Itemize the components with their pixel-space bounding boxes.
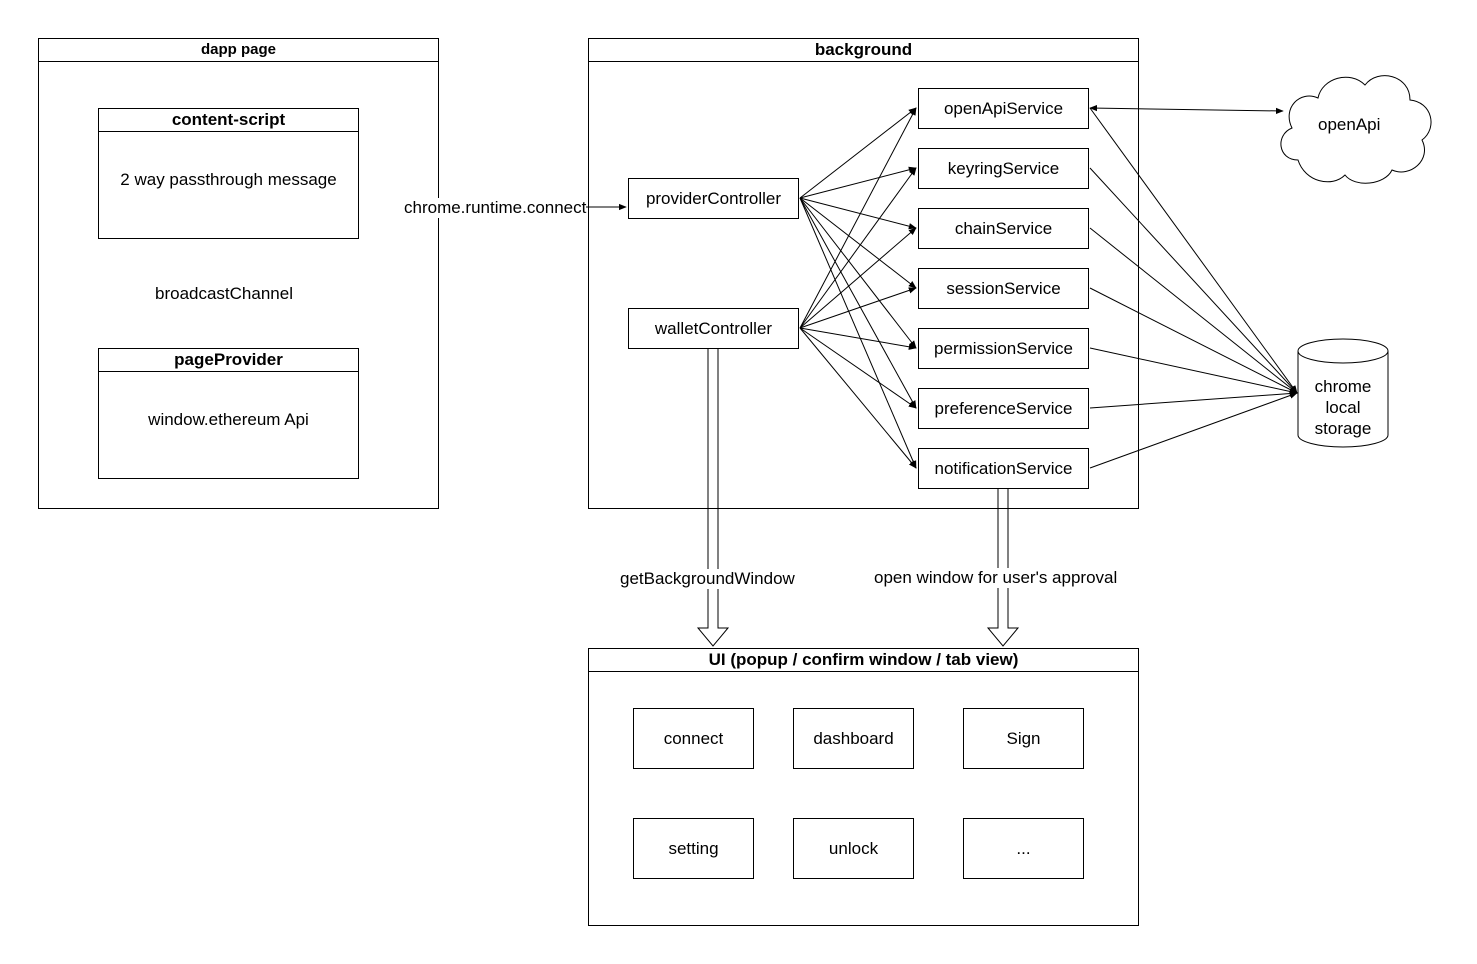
get-background-window-arrow (696, 348, 730, 647)
ui-view-dashboard[interactable]: dashboard (793, 708, 914, 769)
controller-0-to-service-2-arrow (799, 197, 917, 230)
ui-view-connect[interactable]: connect (633, 708, 754, 769)
chrome-storage-cylinder (1297, 338, 1389, 448)
controller-0-to-service-5-arrow (799, 197, 917, 409)
ui-view-more[interactable]: ... (963, 818, 1084, 879)
service-4-to-storage-arrow (1089, 347, 1298, 395)
page-provider-title: pageProvider (99, 349, 358, 372)
session-service-node[interactable]: sessionService (918, 268, 1089, 309)
chrome-storage-label: chrome local storage (1300, 376, 1386, 439)
openapi-arrow (1089, 104, 1284, 115)
get-background-window-label: getBackgroundWindow (620, 569, 795, 589)
permission-service-node[interactable]: permissionService (918, 328, 1089, 369)
chain-service-node[interactable]: chainService (918, 208, 1089, 249)
controller-1-to-service-2-arrow (799, 227, 917, 329)
background-container: background (588, 38, 1139, 509)
controller-0-to-service-0-arrow (799, 107, 917, 199)
page-provider-body: window.ethereum Api (148, 410, 309, 429)
controller-0-to-service-1-arrow (799, 166, 917, 199)
ui-view-sign[interactable]: Sign (963, 708, 1084, 769)
background-title: background (589, 39, 1138, 62)
dapp-page-title: dapp page (39, 39, 438, 62)
openapi-cloud-shape (1280, 75, 1432, 184)
preference-service-node[interactable]: preferenceService (918, 388, 1089, 429)
open-window-arrow (986, 488, 1020, 647)
keyring-service-node[interactable]: keyringService (918, 148, 1089, 189)
ui-view-unlock[interactable]: unlock (793, 818, 914, 879)
broadcast-channel-label: broadcastChannel (155, 284, 293, 304)
content-script-title: content-script (99, 109, 358, 132)
controller-1-to-service-4-arrow (799, 327, 917, 350)
controller-0-to-service-3-arrow (799, 197, 917, 289)
page-provider-box[interactable]: pageProvider window.ethereum Api (98, 348, 359, 479)
notification-service-node[interactable]: notificationService (918, 448, 1089, 489)
controller-1-to-service-0-arrow (799, 107, 917, 329)
controller-1-to-service-3-arrow (799, 287, 917, 329)
ui-title: UI (popup / confirm window / tab view) (589, 649, 1138, 672)
storage-line-1: chrome (1314, 377, 1372, 396)
controller-1-to-service-5-arrow (799, 327, 917, 409)
controller-0-to-service-4-arrow (799, 197, 917, 349)
open-window-label: open window for user's approval (874, 568, 1118, 588)
openapi-service-node[interactable]: openApiService (918, 88, 1089, 129)
content-script-body: 2 way passthrough message (120, 170, 337, 189)
controller-1-to-service-6-arrow (799, 327, 917, 469)
provider-controller-node[interactable]: providerController (628, 178, 799, 219)
service-5-to-storage-arrow (1089, 390, 1298, 409)
storage-line-2: local (1325, 398, 1361, 417)
service-6-to-storage-arrow (1089, 392, 1298, 469)
wallet-controller-node[interactable]: walletController (628, 308, 799, 349)
service-1-to-storage-arrow (1089, 167, 1298, 394)
storage-line-3: storage (1314, 419, 1372, 438)
service-0-to-storage-arrow (1089, 107, 1298, 394)
runtime-connect-label: chrome.runtime.connect (404, 198, 587, 218)
controller-1-to-service-1-arrow (799, 167, 917, 329)
service-3-to-storage-arrow (1089, 287, 1298, 394)
ui-view-setting[interactable]: setting (633, 818, 754, 879)
service-2-to-storage-arrow (1089, 227, 1298, 394)
openapi-cloud-label: openApi (1318, 115, 1381, 134)
content-script-box[interactable]: content-script 2 way passthrough message (98, 108, 359, 239)
controller-0-to-service-6-arrow (799, 197, 917, 469)
ui-container: UI (popup / confirm window / tab view) (588, 648, 1139, 926)
